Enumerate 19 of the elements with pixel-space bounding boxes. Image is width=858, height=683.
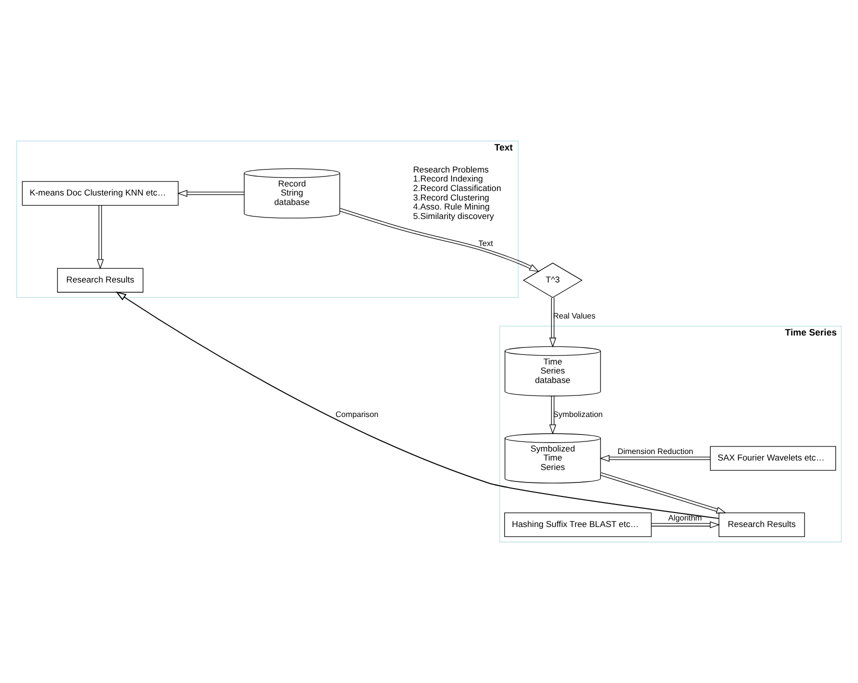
label: Research Problems — [413, 164, 489, 174]
arrow — [600, 472, 726, 514]
arrow — [96, 205, 104, 270]
arrow — [549, 396, 556, 434]
node-box: Hashing Suffix Tree BLAST etc… — [504, 512, 652, 538]
arrow — [339, 208, 540, 272]
label: 2.Record Classification — [413, 182, 502, 193]
node-box: Research Results — [718, 512, 805, 538]
arrow — [116, 291, 720, 519]
label: 4.Asso. Rule Mining — [413, 202, 490, 212]
label: 1.Record Indexing — [413, 174, 483, 184]
node-box: K-means Doc Clustering KNN etc… — [22, 181, 179, 206]
arrow — [600, 454, 711, 462]
node-box: SAX Fourier Wavelets etc… — [710, 446, 836, 471]
arrow — [651, 521, 720, 528]
arrow — [177, 190, 244, 197]
node-box: Research Results — [57, 268, 144, 293]
label: 3.Record Clustering — [413, 192, 490, 202]
label: 5.Similarity discovery — [413, 210, 494, 221]
